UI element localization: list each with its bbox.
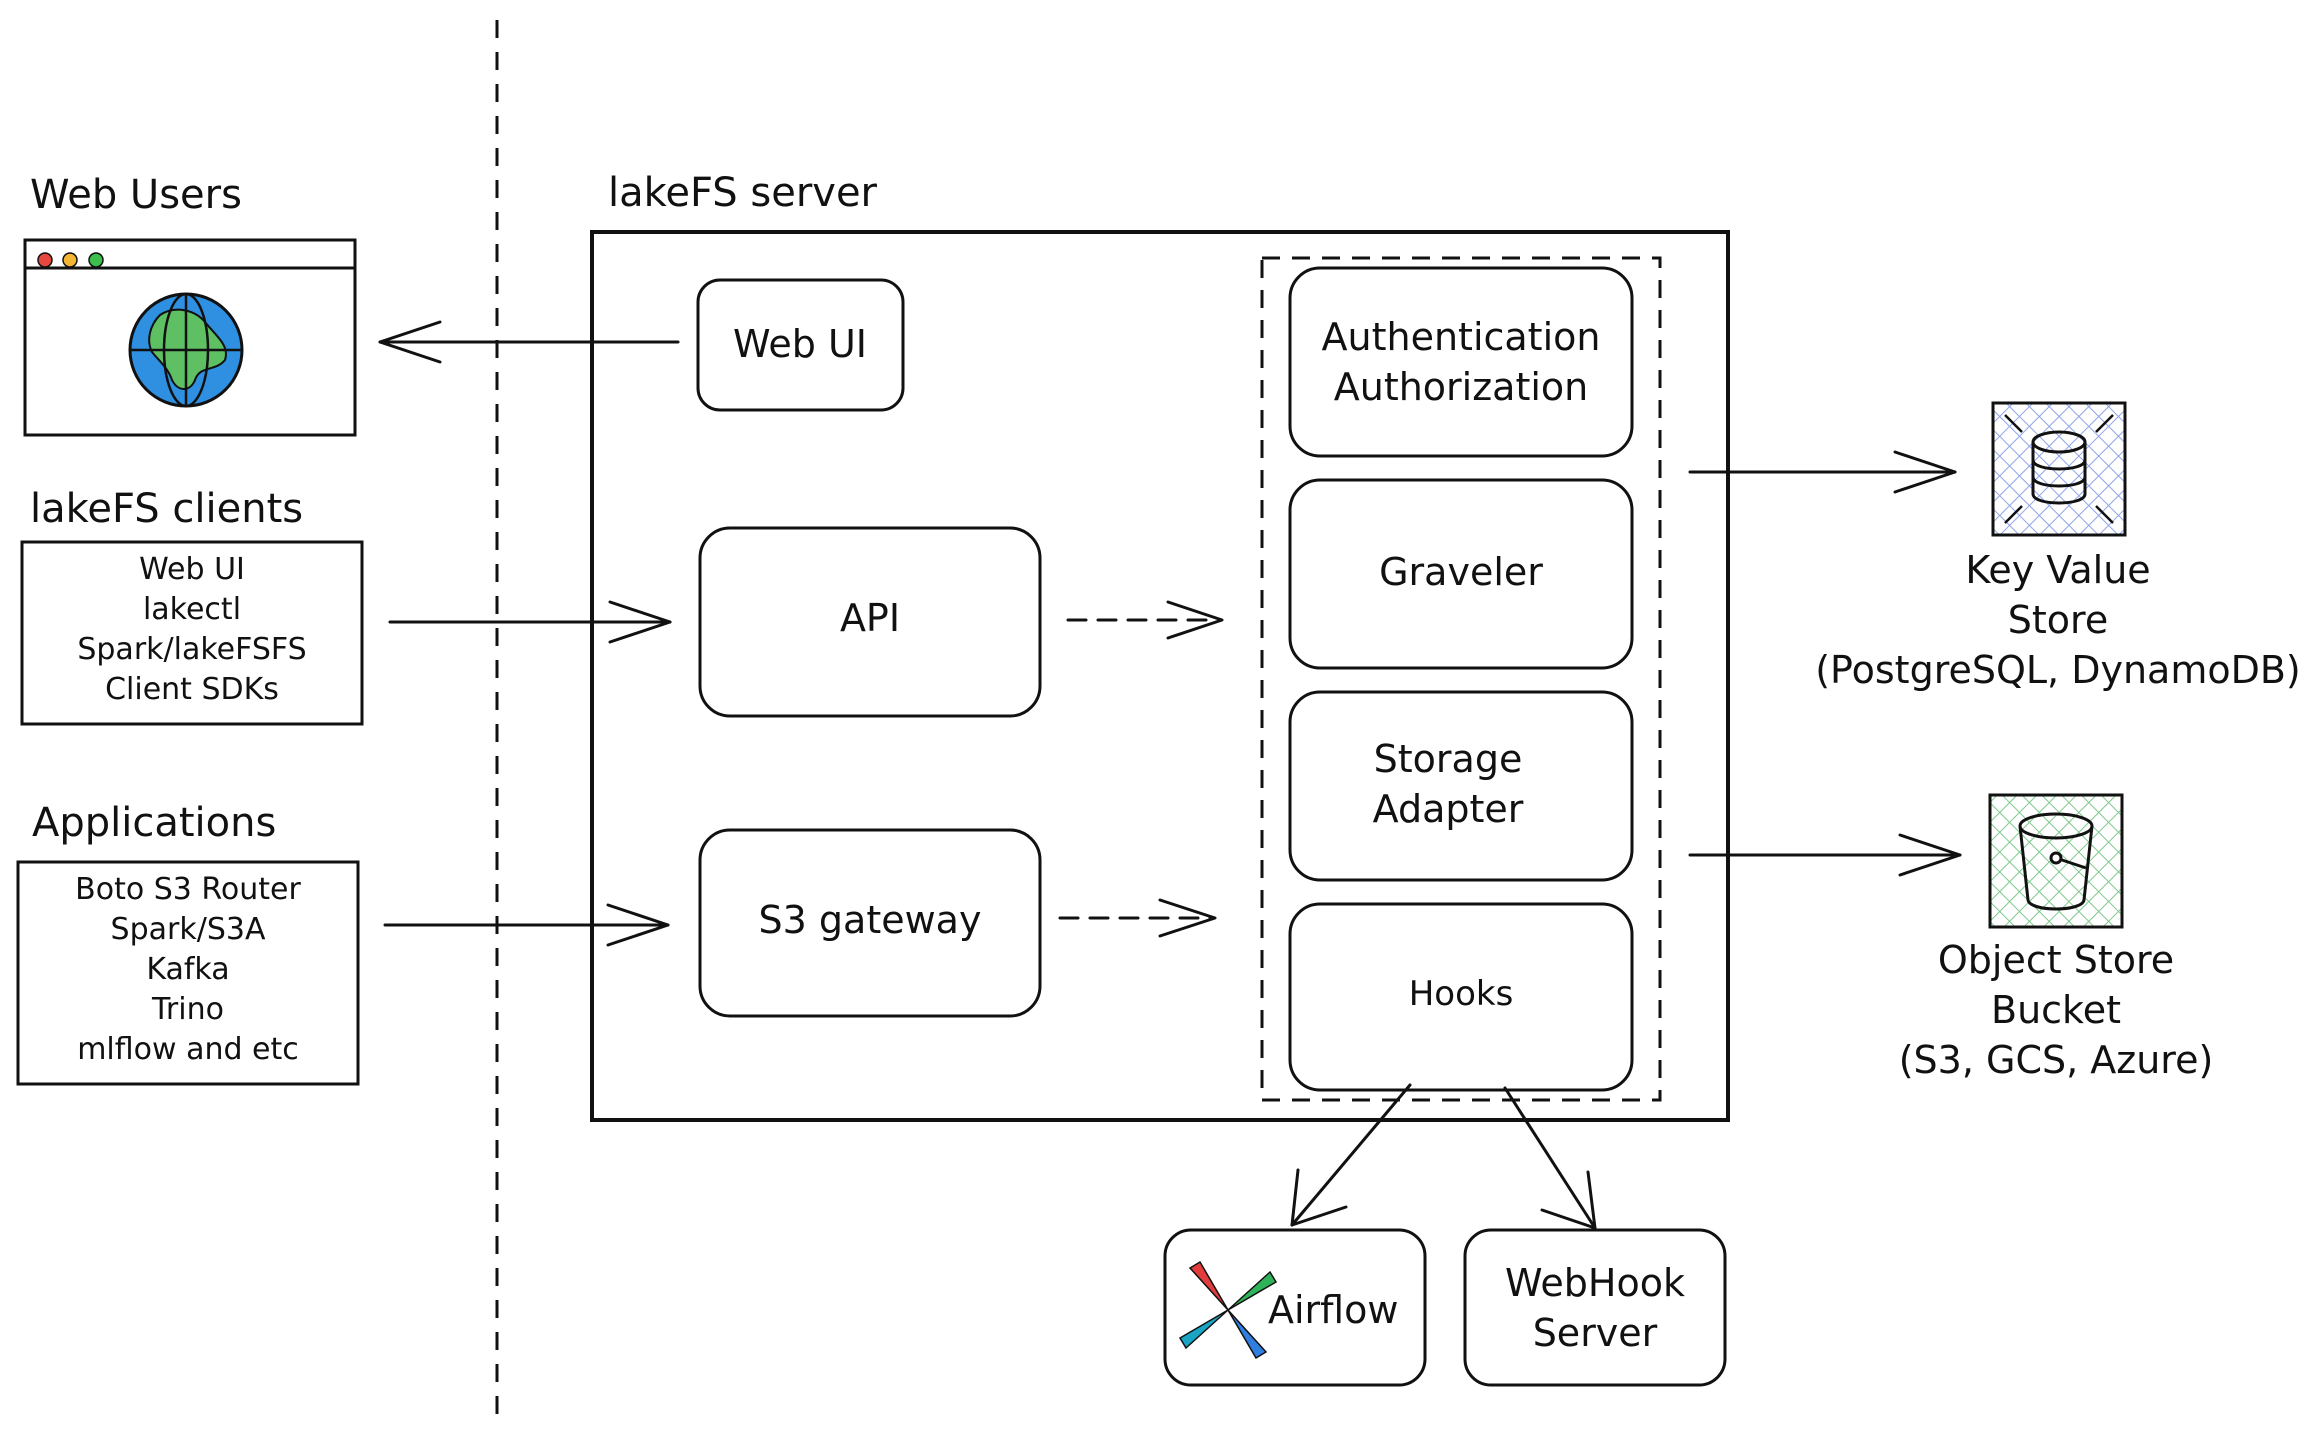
api-box [698, 526, 1042, 718]
application-item: Kafka [146, 952, 230, 987]
lakefs-server-title: lakeFS server [608, 170, 878, 216]
airflow-label: Airflow [1268, 1288, 1399, 1332]
client-item: lakectl [142, 592, 242, 627]
window-close-dot [37, 252, 53, 268]
web-users-browser [23, 238, 357, 437]
client-item: Spark/lakeFSFS [77, 632, 307, 667]
hooks-module-label: Hooks [1408, 974, 1514, 1014]
storage-line-adapter: Adapter [1372, 787, 1524, 831]
object-line-1: Object Store [1937, 938, 2175, 982]
object-store-bucket-icon [1988, 793, 2124, 929]
application-item: Spark/S3A [110, 912, 266, 947]
window-maximize-dot [88, 252, 104, 268]
auth-module-label: Authentication Authorization [1322, 312, 1601, 412]
graveler-module-label: Graveler [1379, 550, 1543, 594]
web-ui-label: Web UI [733, 322, 867, 366]
application-item: Boto S3 Router [75, 872, 301, 907]
webhook-server-box [1463, 1228, 1727, 1387]
object-store-label: Object Store Bucket (S3, GCS, Azure) [1899, 935, 2214, 1085]
core-modules-container [1260, 256, 1662, 1102]
s3-gateway-box [698, 828, 1042, 1018]
lakefs-clients-heading: lakeFS clients [30, 486, 304, 532]
storage-line-storage: Storage [1373, 737, 1523, 781]
kv-line-1: Key Value [1965, 548, 2151, 592]
lakefs-clients-box [20, 540, 364, 726]
auth-line-authentication: Authentication [1321, 315, 1601, 359]
webhook-line-1: WebHook [1505, 1261, 1685, 1305]
webhook-server-label: WebHook Server [1505, 1258, 1685, 1358]
s3-gateway-label: S3 gateway [758, 898, 982, 942]
key-value-store-icon [1991, 401, 2127, 537]
auth-line-authorization: Authorization [1333, 365, 1589, 409]
web-users-heading: Web Users [30, 172, 242, 218]
applications-list: Boto S3 Router Spark/S3A Kafka Trino mlf… [75, 870, 301, 1070]
airflow-logo-icon [1178, 1260, 1278, 1360]
hooks-module-box [1288, 902, 1634, 1092]
kv-line-3: (PostgreSQL, DynamoDB) [1815, 648, 2301, 692]
airflow-box [1163, 1228, 1427, 1387]
lakefs-server-box [590, 230, 1730, 1122]
applications-heading: Applications [32, 800, 277, 846]
web-ui-box [696, 278, 905, 412]
key-value-store-label: Key Value Store (PostgreSQL, DynamoDB) [1815, 545, 2301, 695]
api-label: API [839, 596, 901, 640]
connector-arrows [378, 320, 1962, 1230]
storage-adapter-module-box [1288, 690, 1634, 882]
graveler-module-box [1288, 478, 1634, 670]
lakefs-clients-list: Web UI lakectl Spark/lakeFSFS Client SDK… [77, 550, 306, 710]
window-minimize-dot [62, 252, 78, 268]
applications-box [16, 860, 360, 1086]
object-line-3: (S3, GCS, Azure) [1898, 1038, 2214, 1082]
kv-line-2: Store [2007, 598, 2109, 642]
application-item: mlflow and etc [77, 1032, 299, 1067]
globe-icon [128, 292, 244, 408]
client-item: Client SDKs [105, 672, 279, 707]
storage-adapter-module-label: Storage Adapter [1373, 734, 1524, 834]
auth-module-box [1288, 266, 1634, 458]
webhook-line-2: Server [1532, 1311, 1658, 1355]
client-item: Web UI [139, 552, 245, 587]
object-line-2: Bucket [1991, 988, 2121, 1032]
application-item: Trino [152, 992, 224, 1027]
